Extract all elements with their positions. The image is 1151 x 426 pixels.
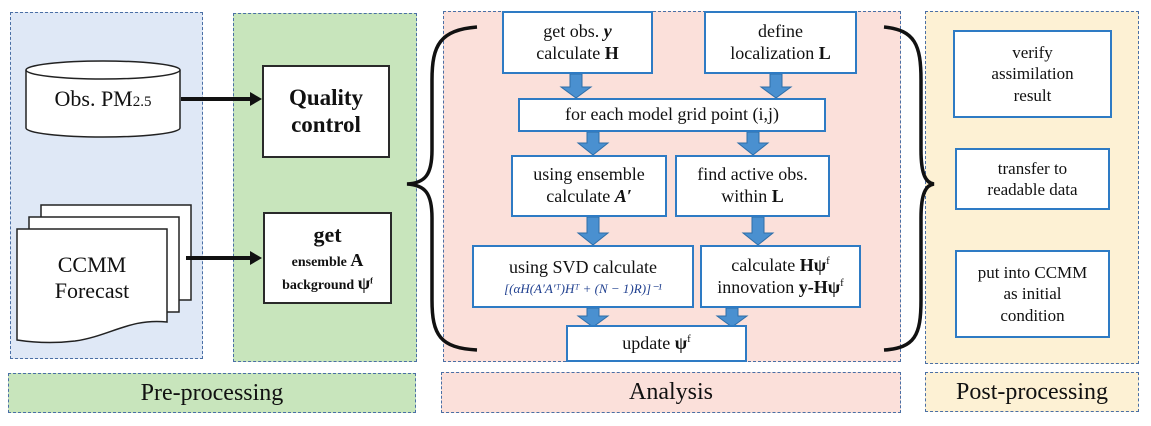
define-text: define bbox=[758, 20, 803, 41]
innovation-text: innovation bbox=[717, 276, 799, 297]
svd-line1: using SVD calculate bbox=[509, 256, 657, 277]
svd-box[interactable]: using SVD calculate [(αH(A′A′ᵀ)Hᵀ + (N −… bbox=[472, 245, 694, 308]
block-arrow-8 bbox=[715, 307, 749, 328]
transfer-box[interactable]: transfer to readable data bbox=[955, 148, 1110, 210]
verify-line2: assimilation bbox=[991, 64, 1074, 84]
symbol-l: L bbox=[818, 42, 831, 63]
grid-loop-text: for each model grid point (i,j) bbox=[565, 104, 779, 125]
symbol-a: A bbox=[350, 249, 364, 270]
transfer-line1: transfer to bbox=[997, 158, 1068, 178]
symbol-psi: ψ bbox=[674, 332, 688, 353]
get-ensemble-text: ensemble bbox=[291, 254, 351, 270]
localization-line: localization L bbox=[730, 43, 830, 65]
update-box[interactable]: update ψf bbox=[566, 325, 747, 362]
stage-label-analysis: Analysis bbox=[441, 372, 901, 413]
innovation-line1: calculate Hψf bbox=[731, 255, 829, 277]
sup-f: f bbox=[826, 254, 830, 267]
define-localization-box[interactable]: define localization L bbox=[704, 11, 857, 74]
put-into-box[interactable]: put into CCMM as initial condition bbox=[955, 250, 1110, 338]
block-arrow-1 bbox=[559, 73, 593, 99]
sup-f: f bbox=[840, 276, 844, 289]
obs-sub-text: 2.5 bbox=[132, 94, 152, 110]
qc-line2: control bbox=[291, 111, 361, 137]
obs-pm25-label: Obs. PM2.5 bbox=[26, 86, 180, 112]
symbol-hpsi: Hψ bbox=[799, 254, 827, 275]
forecast-line1: CCMM bbox=[57, 252, 127, 277]
get-obs-text: get obs. bbox=[543, 20, 604, 41]
ensemble-line1: using ensemble bbox=[533, 164, 645, 185]
symbol-y-hpsi: y-Hψ bbox=[798, 276, 841, 297]
innovation-line2: innovation y-Hψf bbox=[717, 277, 844, 299]
block-arrow-7 bbox=[576, 307, 610, 328]
put-line1: put into CCMM bbox=[977, 263, 1088, 283]
symbol-y: y bbox=[603, 20, 612, 41]
block-arrow-5 bbox=[576, 216, 610, 246]
active-obs-line2: within L bbox=[721, 186, 784, 208]
get-ensemble-box[interactable]: get ensemble A background ψf bbox=[263, 212, 392, 304]
get-obs-line2: calculate H bbox=[536, 43, 618, 65]
stage-label-preprocessing: Pre-processing bbox=[8, 373, 416, 413]
within-text: within bbox=[721, 186, 772, 206]
get-background-text: background bbox=[282, 277, 358, 293]
svd-formula: [(αH(A′A′ᵀ)Hᵀ + (N − 1)R)]⁻¹ bbox=[504, 280, 662, 296]
symbol-psi: ψ bbox=[357, 272, 371, 293]
active-obs-box[interactable]: find active obs. within L bbox=[675, 155, 830, 217]
block-arrow-4 bbox=[736, 131, 770, 156]
update-text: update bbox=[622, 332, 675, 353]
multi-document-icon bbox=[16, 204, 192, 344]
transfer-line2: readable data bbox=[987, 180, 1078, 199]
symbol-a-prime: A′ bbox=[614, 186, 632, 206]
get-obs-box[interactable]: get obs. y calculate H bbox=[502, 11, 653, 74]
block-arrow-6 bbox=[741, 216, 775, 246]
verify-line1: verify bbox=[1012, 43, 1053, 63]
verify-line3: result bbox=[1013, 85, 1052, 105]
database-cylinder-icon bbox=[25, 60, 181, 138]
get-background-line: background ψf bbox=[282, 273, 373, 294]
obs-main-text: Obs. PM bbox=[54, 86, 133, 111]
localization-text: localization bbox=[730, 42, 819, 63]
get-obs-line1: get obs. y bbox=[543, 21, 612, 43]
arrow-forecast-to-get bbox=[186, 251, 262, 265]
get-ensemble-line: ensemble A bbox=[292, 250, 364, 271]
ensemble-line2: calculate A′ bbox=[546, 186, 632, 208]
right-brace bbox=[883, 25, 935, 352]
symbol-l2: L bbox=[771, 186, 784, 206]
forecast-line2: Forecast bbox=[54, 278, 130, 304]
block-arrow-2 bbox=[759, 73, 793, 99]
get-title: get bbox=[313, 222, 342, 248]
arrow-obs-to-qc bbox=[181, 92, 262, 106]
quality-control-box[interactable]: Quality control bbox=[262, 65, 390, 158]
calc-text: calculate bbox=[536, 42, 605, 63]
update-line: update ψf bbox=[622, 333, 690, 355]
ensemble-calc-text: calculate bbox=[546, 186, 615, 206]
innov-calc-text: calculate bbox=[731, 254, 800, 275]
verify-box[interactable]: verify assimilation result bbox=[953, 30, 1112, 118]
left-brace bbox=[406, 25, 478, 352]
sup-f: f bbox=[370, 275, 373, 285]
ensemble-box[interactable]: using ensemble calculate A′ bbox=[511, 155, 667, 217]
active-obs-line1: find active obs. bbox=[697, 164, 808, 185]
put-line2: as initial bbox=[1003, 284, 1062, 304]
innovation-box[interactable]: calculate Hψf innovation y-Hψf bbox=[700, 245, 861, 308]
block-arrow-3 bbox=[576, 131, 610, 156]
forecast-label: CCMM Forecast bbox=[17, 252, 167, 305]
sup-f: f bbox=[687, 332, 691, 345]
grid-loop-box[interactable]: for each model grid point (i,j) bbox=[518, 98, 826, 132]
stage-label-postprocessing: Post-processing bbox=[925, 372, 1139, 412]
put-line3: condition bbox=[1000, 305, 1065, 325]
symbol-h: H bbox=[604, 42, 619, 63]
qc-line1: Quality bbox=[288, 85, 364, 111]
